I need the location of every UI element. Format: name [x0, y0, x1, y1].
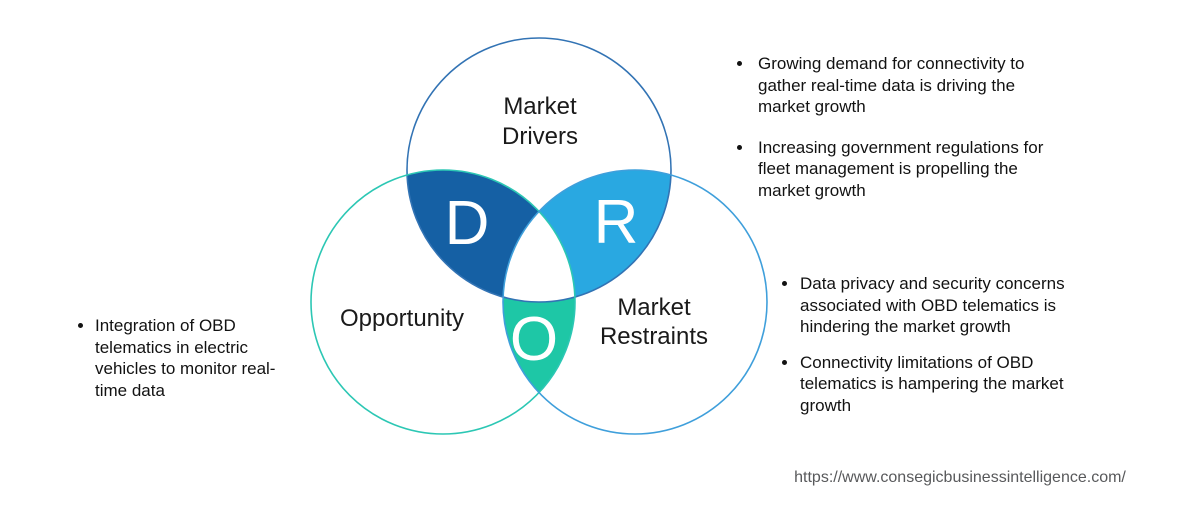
drivers-label: Market Drivers [502, 93, 578, 150]
restraints-lens [503, 170, 671, 302]
drivers-notes-list: Growing demand for connectivity to gathe… [736, 53, 1068, 201]
drivers-circle-outline [406, 37, 672, 303]
opportunity-letter: O [509, 305, 559, 374]
source-url: https://www.consegicbusinessintelligence… [794, 469, 1126, 486]
restraints-notes-list: Data privacy and security concerns assoc… [781, 273, 1073, 416]
note-item: Increasing government regulations for fl… [736, 137, 1068, 202]
note-item: Data privacy and security concerns assoc… [781, 273, 1073, 338]
opportunity-notes-list: Integration of OBD telematics in electri… [77, 315, 299, 401]
drivers-lens [407, 170, 575, 302]
restraints-label: Market Restraints [599, 294, 709, 350]
opportunity-label: Opportunity [339, 305, 465, 332]
opportunity-circle-outline [310, 169, 576, 435]
restraints-circle-outline [502, 169, 768, 435]
note-item: Connectivity limitations of OBD telemati… [781, 352, 1073, 417]
note-item: Growing demand for connectivity to gathe… [736, 53, 1068, 118]
drivers-letter: D [444, 189, 490, 258]
note-item: Integration of OBD telematics in electri… [77, 315, 299, 401]
restraints-letter: R [593, 188, 639, 257]
